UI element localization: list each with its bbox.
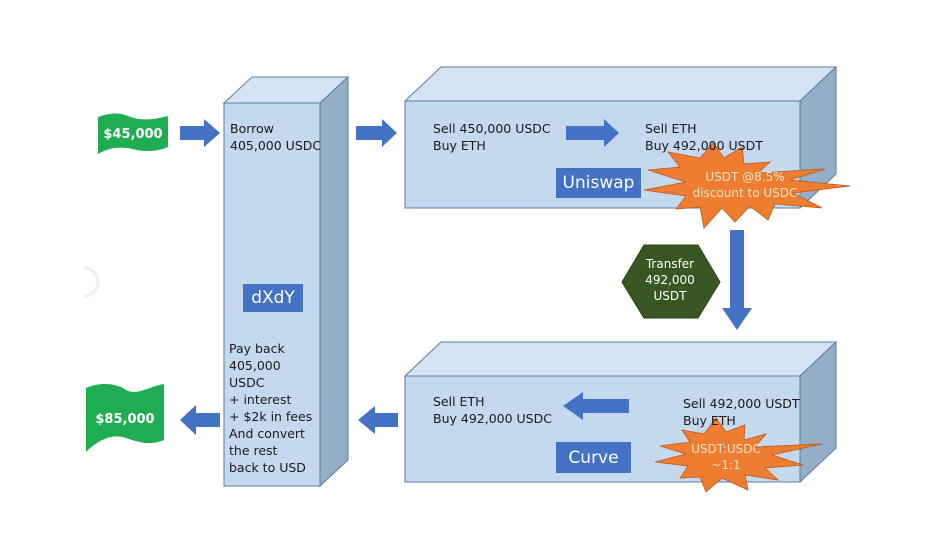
money-out-banner bbox=[86, 384, 164, 452]
uniswap-burst-text: USDT @8.5% discount to USDC bbox=[692, 170, 798, 200]
curve-block-top bbox=[403, 341, 838, 377]
uniswap-tag: Uniswap bbox=[556, 168, 641, 198]
uniswap-step1-text: Sell 450,000 USDC Buy ETH bbox=[433, 121, 551, 153]
arrow-curve-to-dxdy bbox=[358, 406, 398, 434]
money-out-amount: $85,000 bbox=[95, 411, 155, 427]
arrow-dxdy-to-money bbox=[180, 405, 220, 435]
arrow-money-to-dxdy bbox=[180, 119, 220, 147]
money-in-banner bbox=[98, 113, 168, 154]
arrow-uniswap-internal bbox=[566, 119, 619, 147]
curve-step1-text: Sell 492,000 USDT Buy ETH bbox=[683, 396, 800, 428]
uniswap-step2-text: Sell ETH Buy 492,000 USDT bbox=[645, 121, 763, 153]
uniswap-discount-burst bbox=[643, 142, 851, 229]
dxdy-payback-text: Pay back 405,000 USDC + interest + $2k i… bbox=[229, 341, 313, 475]
dxdy-block-side bbox=[319, 75, 349, 488]
money-in-amount: $45,000 bbox=[103, 126, 163, 142]
curve-ratio-burst bbox=[654, 417, 823, 493]
dxdy-tag: dXdY bbox=[243, 284, 303, 312]
uniswap-block-top bbox=[403, 66, 838, 102]
curve-burst-text: USDT:USDC ~1:1 bbox=[691, 442, 761, 472]
curve-step2-text: Sell ETH Buy 492,000 USDC bbox=[433, 394, 552, 426]
arrow-dxdy-to-uniswap bbox=[356, 119, 397, 147]
transfer-text: Transfer 492,000 USDT bbox=[645, 257, 695, 303]
transfer-hexagon bbox=[621, 244, 721, 319]
dxdy-borrow-text: Borrow 405,000 USDC bbox=[230, 121, 322, 153]
curve-tag: Curve bbox=[556, 442, 631, 473]
circle-artifact bbox=[83, 266, 100, 298]
arrow-curve-internal bbox=[563, 392, 629, 420]
arrow-down-transfer bbox=[722, 230, 752, 330]
